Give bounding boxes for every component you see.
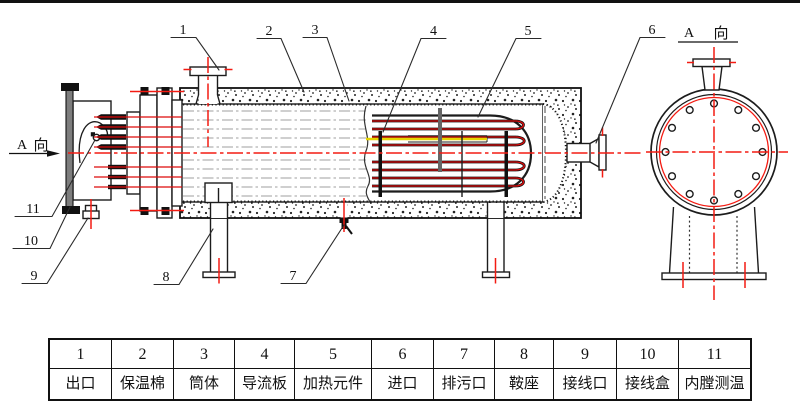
callout-11: 11	[14, 139, 96, 218]
part-number: 11	[679, 340, 750, 369]
part-name: 鞍座	[495, 369, 554, 399]
part-name: 接线盒	[617, 369, 679, 399]
element-u-bends	[515, 119, 526, 188]
part-name: 内膛测温	[684, 376, 745, 392]
part-number: 5	[295, 340, 372, 369]
heater-engineering-drawing: A 向 A 向	[0, 0, 800, 300]
wiring-port	[82, 199, 100, 229]
section-view-marker: A 向	[9, 137, 60, 157]
svg-text:8: 8	[163, 270, 170, 285]
part-name: 接线口	[554, 369, 617, 399]
callout-4: 4	[382, 24, 447, 133]
saddle-left	[202, 182, 236, 284]
svg-text:3: 3	[312, 23, 319, 38]
svg-text:9: 9	[31, 269, 38, 284]
baffle-plate-right	[504, 131, 508, 197]
part-number: 7	[434, 340, 495, 369]
callout-7: 7	[280, 224, 345, 285]
callout-8: 8	[153, 228, 214, 286]
svg-text:向: 向	[33, 137, 48, 154]
main-section-view: A 向	[9, 57, 642, 284]
break-line	[363, 105, 371, 203]
part-number: 8	[495, 340, 554, 369]
terminal-pins	[94, 114, 182, 190]
thermocouple-lead	[366, 135, 488, 143]
part-number: 9	[554, 340, 617, 369]
part-name: 加热元件	[295, 369, 372, 399]
element-rows	[372, 119, 516, 188]
part-name: 导流板	[235, 369, 295, 399]
part-number: 4	[235, 340, 295, 369]
callout-3: 3	[302, 23, 350, 102]
drawing-frame-edge	[0, 0, 800, 3]
svg-text:向: 向	[713, 25, 728, 42]
heating-element-bundle	[366, 106, 546, 199]
svg-text:6: 6	[649, 23, 656, 38]
part-number: 3	[174, 340, 235, 369]
aux-view-a: A 向	[646, 25, 788, 300]
view-direction-arrow	[47, 150, 60, 157]
part-number: 1	[50, 340, 112, 369]
part-name: 进口	[372, 369, 434, 399]
aux-top-nozzle	[687, 58, 736, 91]
callout-6: 6	[595, 23, 666, 144]
svg-text:A: A	[684, 26, 695, 41]
svg-text:10: 10	[24, 234, 38, 249]
svg-text:11: 11	[26, 202, 39, 217]
callout-5: 5	[477, 24, 542, 118]
terminal-centerlines	[94, 116, 182, 188]
part-number: 6	[372, 340, 434, 369]
aux-view-title: A 向	[678, 25, 738, 43]
callout-1: 1	[170, 23, 220, 71]
callouts: 1 2 3 4 5 6 7 8	[12, 23, 666, 286]
parts-table-number-row: 1 2 3 4 5 6 7 8 9 10 11	[50, 340, 750, 369]
svg-text:5: 5	[525, 24, 532, 39]
svg-text:4: 4	[430, 24, 437, 39]
svg-text:2: 2	[266, 24, 273, 39]
parts-table-name-row: 出口 保温棉 筒体 导流板 加热元件 进口 排污口 鞍座 接线口 接线盒 内膛测…	[50, 369, 750, 399]
saddle-right	[481, 202, 511, 284]
svg-text:1: 1	[180, 23, 187, 38]
callout-10: 10	[12, 206, 71, 250]
part-number: 10	[617, 340, 679, 369]
outlet-nozzle	[183, 57, 233, 147]
svg-text:A: A	[17, 138, 28, 153]
parts-table: 1 2 3 4 5 6 7 8 9 10 11 出口 保温棉 筒体 导流板 加热…	[48, 338, 752, 401]
part-name: 保温棉	[112, 369, 174, 399]
part-number: 2	[112, 340, 174, 369]
part-name: 筒体	[174, 369, 235, 399]
part-name: 出口	[50, 369, 112, 399]
callout-2: 2	[256, 24, 305, 93]
baffle-plate-left	[378, 131, 382, 197]
vent-rod	[438, 108, 442, 172]
svg-text:7: 7	[290, 269, 297, 284]
part-name: 排污口	[434, 369, 495, 399]
junction-box-cover-plate	[65, 87, 74, 212]
callout-9: 9	[21, 217, 89, 285]
